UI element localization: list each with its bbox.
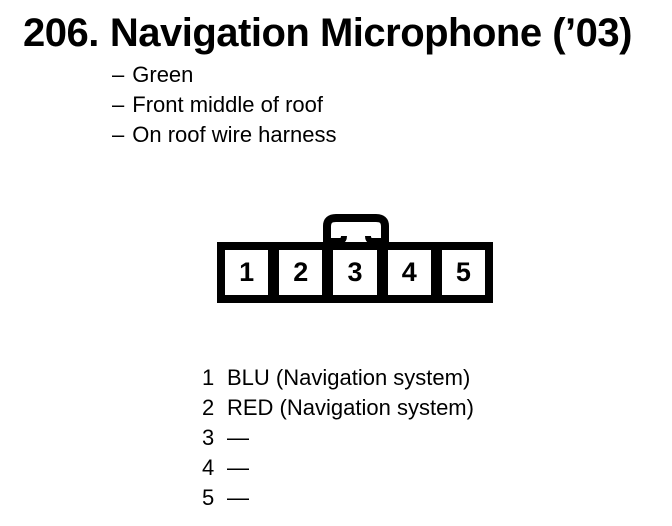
pin-row: 1 BLU (Navigation system)	[202, 363, 474, 393]
pin-row: 3 —	[202, 423, 474, 453]
pin-row: 5 —	[202, 483, 474, 513]
pin-number: 4	[202, 455, 215, 480]
connector-cavity-4: 4	[387, 250, 431, 295]
dash-bullet: –	[112, 92, 125, 117]
item-number: 206.	[23, 11, 99, 55]
pinout-legend: 1 BLU (Navigation system) 2 RED (Navigat…	[202, 363, 474, 513]
connector-latch-icon	[323, 214, 389, 245]
pin-wire-label: —	[227, 455, 249, 480]
pin-number: 3	[202, 425, 215, 450]
note-item: – Front middle of roof	[112, 90, 336, 120]
pin-number: 2	[202, 395, 215, 420]
connector-cavity-3: 3	[333, 250, 377, 295]
pin-wire-label: —	[227, 425, 249, 450]
pin-row: 4 —	[202, 453, 474, 483]
note-text: Green	[132, 62, 194, 87]
note-text: On roof wire harness	[132, 122, 337, 147]
dash-bullet: –	[112, 62, 125, 87]
connector-cavity-1: 1	[225, 250, 269, 295]
pin-wire-label: BLU (Navigation system)	[227, 365, 471, 390]
dash-bullet: –	[112, 122, 125, 147]
pin-row: 2 RED (Navigation system)	[202, 393, 474, 423]
pin-wire-label: —	[227, 485, 249, 510]
pin-wire-label: RED (Navigation system)	[227, 395, 474, 420]
page-title: 206. Navigation Microphone (’03)	[23, 13, 632, 53]
connector-diagram: 1 2 3 4 5	[217, 242, 493, 303]
note-item: – On roof wire harness	[112, 120, 336, 150]
notes-list: – Green – Front middle of roof – On roof…	[112, 60, 336, 150]
connector-cavity-2: 2	[279, 250, 323, 295]
connector-cavity-5: 5	[441, 250, 486, 295]
pin-number: 1	[202, 365, 215, 390]
pin-number: 5	[202, 485, 215, 510]
item-title: Navigation Microphone (’03)	[109, 11, 633, 55]
note-item: – Green	[112, 60, 336, 90]
note-text: Front middle of roof	[132, 92, 323, 117]
